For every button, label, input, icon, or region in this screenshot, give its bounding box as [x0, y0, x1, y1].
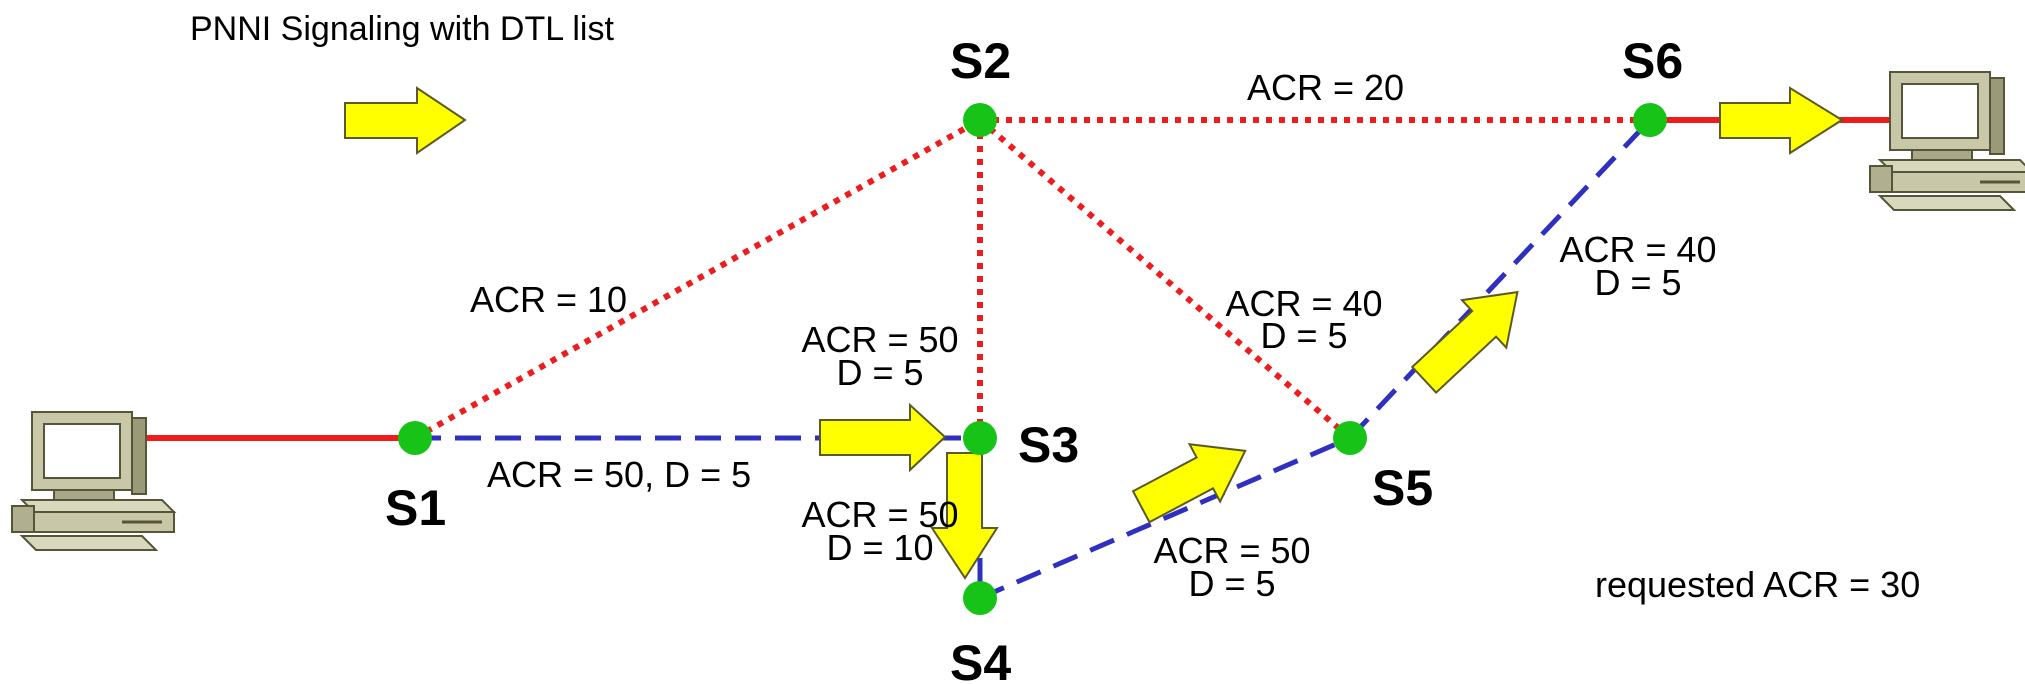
- arrow-icon: [1719, 86, 1844, 155]
- node-s2: [963, 103, 997, 137]
- link-label-s2-s5-d: D = 5: [1260, 315, 1347, 356]
- node-s5: [1333, 421, 1367, 455]
- node-label-s6: S6: [1622, 33, 1683, 89]
- node-label-s2: S2: [950, 33, 1011, 89]
- switch-nodes: [398, 103, 1667, 615]
- link-label-s3-s4-d: D = 10: [826, 527, 933, 568]
- node-label-s5: S5: [1372, 460, 1433, 516]
- link-s4-s5: [979, 435, 1351, 601]
- node-s3: [963, 421, 997, 455]
- link-label-s2-s6: ACR = 20: [1247, 67, 1404, 108]
- node-s6: [1633, 103, 1667, 137]
- link-label-s5-s6-d: D = 5: [1594, 262, 1681, 303]
- link-label-s3-s4-acr: ACR = 50: [801, 494, 958, 535]
- arrow-icon: [344, 86, 467, 155]
- link-label-s2-s5-acr: ACR = 40: [1225, 283, 1382, 324]
- link-s5-s6: [1348, 118, 1652, 440]
- node-s1: [398, 421, 432, 455]
- link-label-s2-s3-acr: ACR = 50: [801, 319, 958, 360]
- link-label-s1-s3: ACR = 50, D = 5: [487, 454, 751, 495]
- requested-acr-note: requested ACR = 30: [1595, 564, 1920, 605]
- link-label-s2-s3-d: D = 5: [836, 352, 923, 393]
- node-label-s3: S3: [1018, 417, 1079, 473]
- link-label-s4-s5-acr: ACR = 50: [1153, 530, 1310, 571]
- arrow-icon: [930, 452, 999, 580]
- dotted-links: [413, 117, 1650, 441]
- arrow-icon: [1131, 442, 1247, 524]
- link-label-s1-s2: ACR = 10: [470, 279, 627, 320]
- arrow-icon: [819, 402, 947, 473]
- signaling-arrows: [344, 86, 1844, 580]
- node-s4: [963, 581, 997, 615]
- link-s1-s2: [413, 117, 982, 441]
- link-label-s5-s6-acr: ACR = 40: [1559, 229, 1716, 270]
- arrow-icon: [1410, 290, 1519, 394]
- computer-icon: [1868, 70, 2025, 212]
- link-s2-s5: [978, 117, 1352, 441]
- computer-icon: [10, 410, 176, 552]
- diagram-title: PNNI Signaling with DTL list: [190, 10, 614, 48]
- node-label-s1: S1: [385, 480, 446, 536]
- node-label-s4: S4: [950, 635, 1011, 684]
- link-label-s4-s5-d: D = 5: [1188, 563, 1275, 604]
